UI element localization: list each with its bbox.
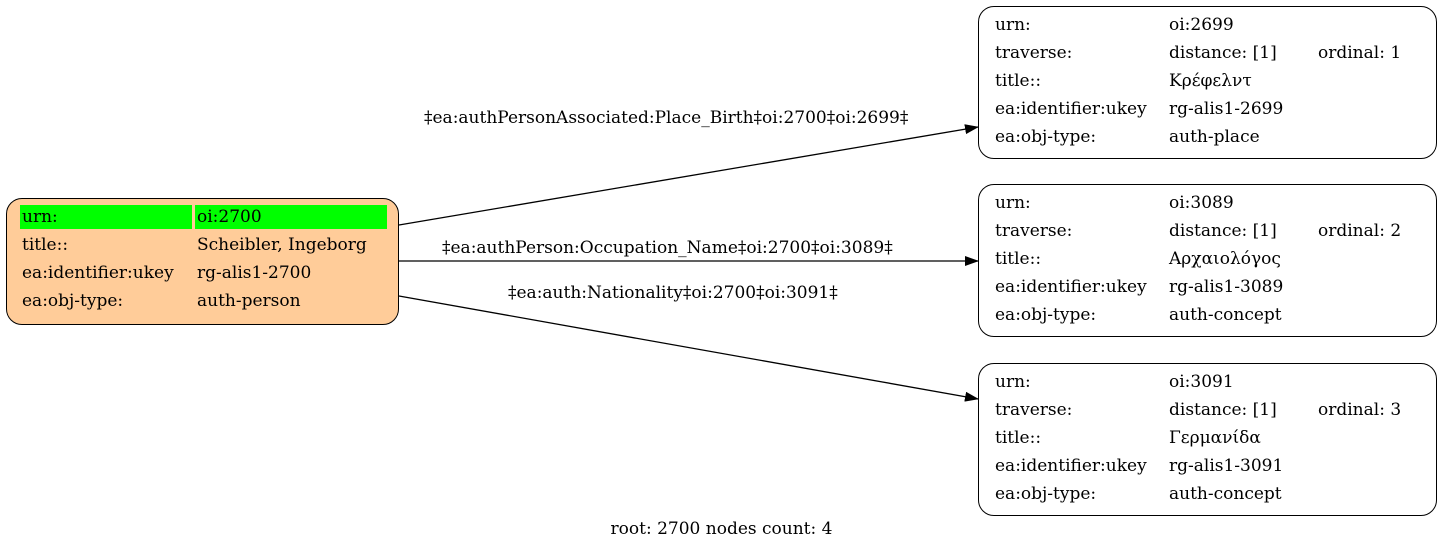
node-ordinal: ordinal: 2 (1318, 221, 1402, 241)
node-urn-value: oi:2699 (1169, 15, 1234, 35)
node-oi-2699[interactable]: urn: oi:2699 traverse: distance: [1] ord… (978, 6, 1437, 159)
root-urn-value: oi:2700 (195, 205, 387, 229)
node-type-value: auth-place (1169, 127, 1260, 147)
node-urn-key: urn: (995, 15, 1031, 35)
node-type-key: ea:obj-type: (995, 305, 1097, 325)
root-title-value: Scheibler, Ingeborg (197, 235, 367, 255)
node-title-key: title:: (995, 71, 1042, 91)
root-title-key: title:: (22, 235, 69, 255)
root-type-value: auth-person (197, 291, 301, 311)
node-urn-value: oi:3089 (1169, 193, 1234, 213)
node-ukey-value: rg-alis1-2699 (1169, 99, 1284, 119)
node-title-key: title:: (995, 249, 1042, 269)
node-title-value: Γερμανίδα (1169, 428, 1261, 448)
node-distance: distance: [1] (1169, 43, 1277, 63)
node-type-value: auth-concept (1169, 484, 1282, 504)
root-type-key: ea:obj-type: (22, 291, 124, 311)
root-ukey-value: rg-alis1-2700 (197, 263, 312, 283)
node-traverse-key: traverse: (995, 43, 1073, 63)
node-ukey-key: ea:identifier:ukey (995, 456, 1147, 476)
node-ukey-key: ea:identifier:ukey (995, 99, 1147, 119)
root-urn-key: urn: (20, 205, 192, 229)
edge-line-place-birth (398, 124, 979, 226)
edge-label-place-birth: ‡ea:authPersonAssociated:Place_Birth‡oi:… (424, 108, 909, 128)
node-type-key: ea:obj-type: (995, 484, 1097, 504)
node-urn-key: urn: (995, 193, 1031, 213)
node-distance: distance: [1] (1169, 221, 1277, 241)
root-node[interactable]: urn: oi:2700 title:: Scheibler, Ingeborg… (6, 198, 399, 325)
node-ordinal: ordinal: 1 (1318, 43, 1402, 63)
edge-label-nationality: ‡ea:auth:Nationality‡oi:2700‡oi:3091‡ (508, 283, 838, 303)
edge-line-nationality (398, 295, 979, 402)
root-ukey-key: ea:identifier:ukey (22, 263, 174, 283)
node-urn-key: urn: (995, 372, 1031, 392)
node-traverse-key: traverse: (995, 221, 1073, 241)
edge-label-occupation: ‡ea:authPerson:Occupation_Name‡oi:2700‡o… (442, 238, 893, 258)
node-traverse-key: traverse: (995, 400, 1073, 420)
node-title-key: title:: (995, 428, 1042, 448)
node-type-value: auth-concept (1169, 305, 1282, 325)
node-distance: distance: [1] (1169, 400, 1277, 420)
graph-footer: root: 2700 nodes count: 4 (610, 519, 833, 539)
node-urn-value: oi:3091 (1169, 372, 1234, 392)
node-ukey-value: rg-alis1-3091 (1169, 456, 1284, 476)
node-oi-3089[interactable]: urn: oi:3089 traverse: distance: [1] ord… (978, 184, 1437, 337)
node-ordinal: ordinal: 3 (1318, 400, 1402, 420)
node-oi-3091[interactable]: urn: oi:3091 traverse: distance: [1] ord… (978, 363, 1437, 516)
node-ukey-value: rg-alis1-3089 (1169, 277, 1284, 297)
node-ukey-key: ea:identifier:ukey (995, 277, 1147, 297)
node-title-value: Κρέφελντ (1169, 71, 1252, 91)
node-type-key: ea:obj-type: (995, 127, 1097, 147)
node-title-value: Αρχαιολόγος (1169, 249, 1281, 269)
